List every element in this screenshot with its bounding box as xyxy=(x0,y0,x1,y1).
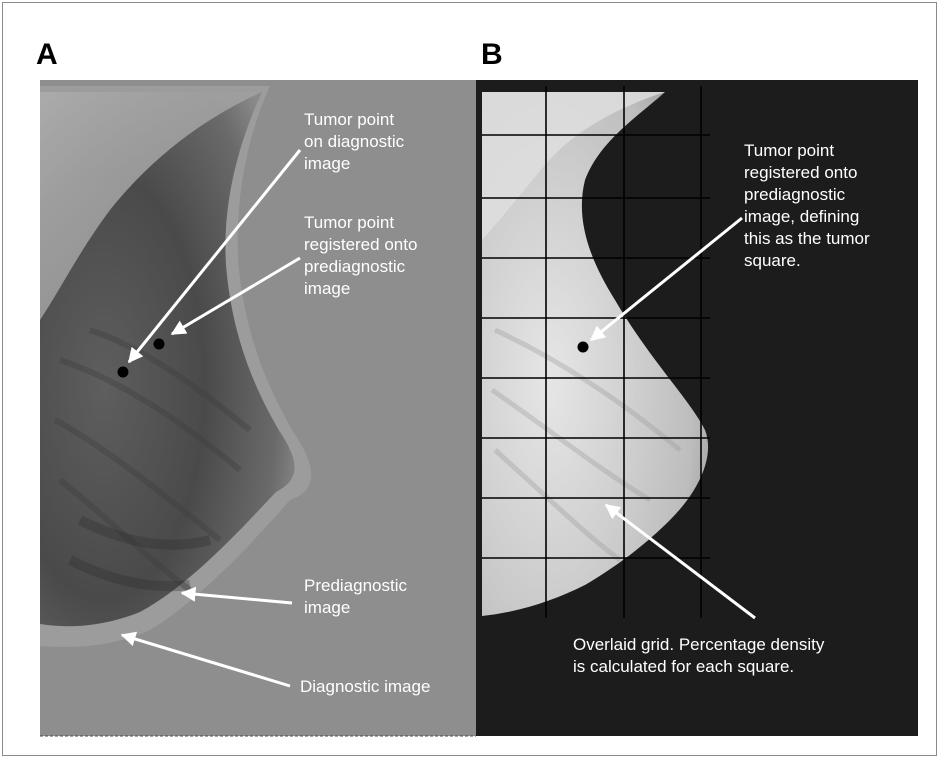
label-tumor-diagnostic: Tumor point on diagnostic image xyxy=(304,109,404,175)
panel-a-image xyxy=(40,80,476,736)
label-prediagnostic: Prediagnostic image xyxy=(304,575,407,619)
label-tumor-square: Tumor point registered onto prediagnosti… xyxy=(744,140,870,272)
tumor-point-diagnostic xyxy=(118,367,129,378)
tumor-point-square xyxy=(578,342,589,353)
tumor-point-registered xyxy=(154,339,165,350)
label-grid: Overlaid grid. Percentage density is cal… xyxy=(573,634,824,678)
label-diagnostic: Diagnostic image xyxy=(300,676,430,698)
label-tumor-registered: Tumor point registered onto prediagnosti… xyxy=(304,212,417,300)
